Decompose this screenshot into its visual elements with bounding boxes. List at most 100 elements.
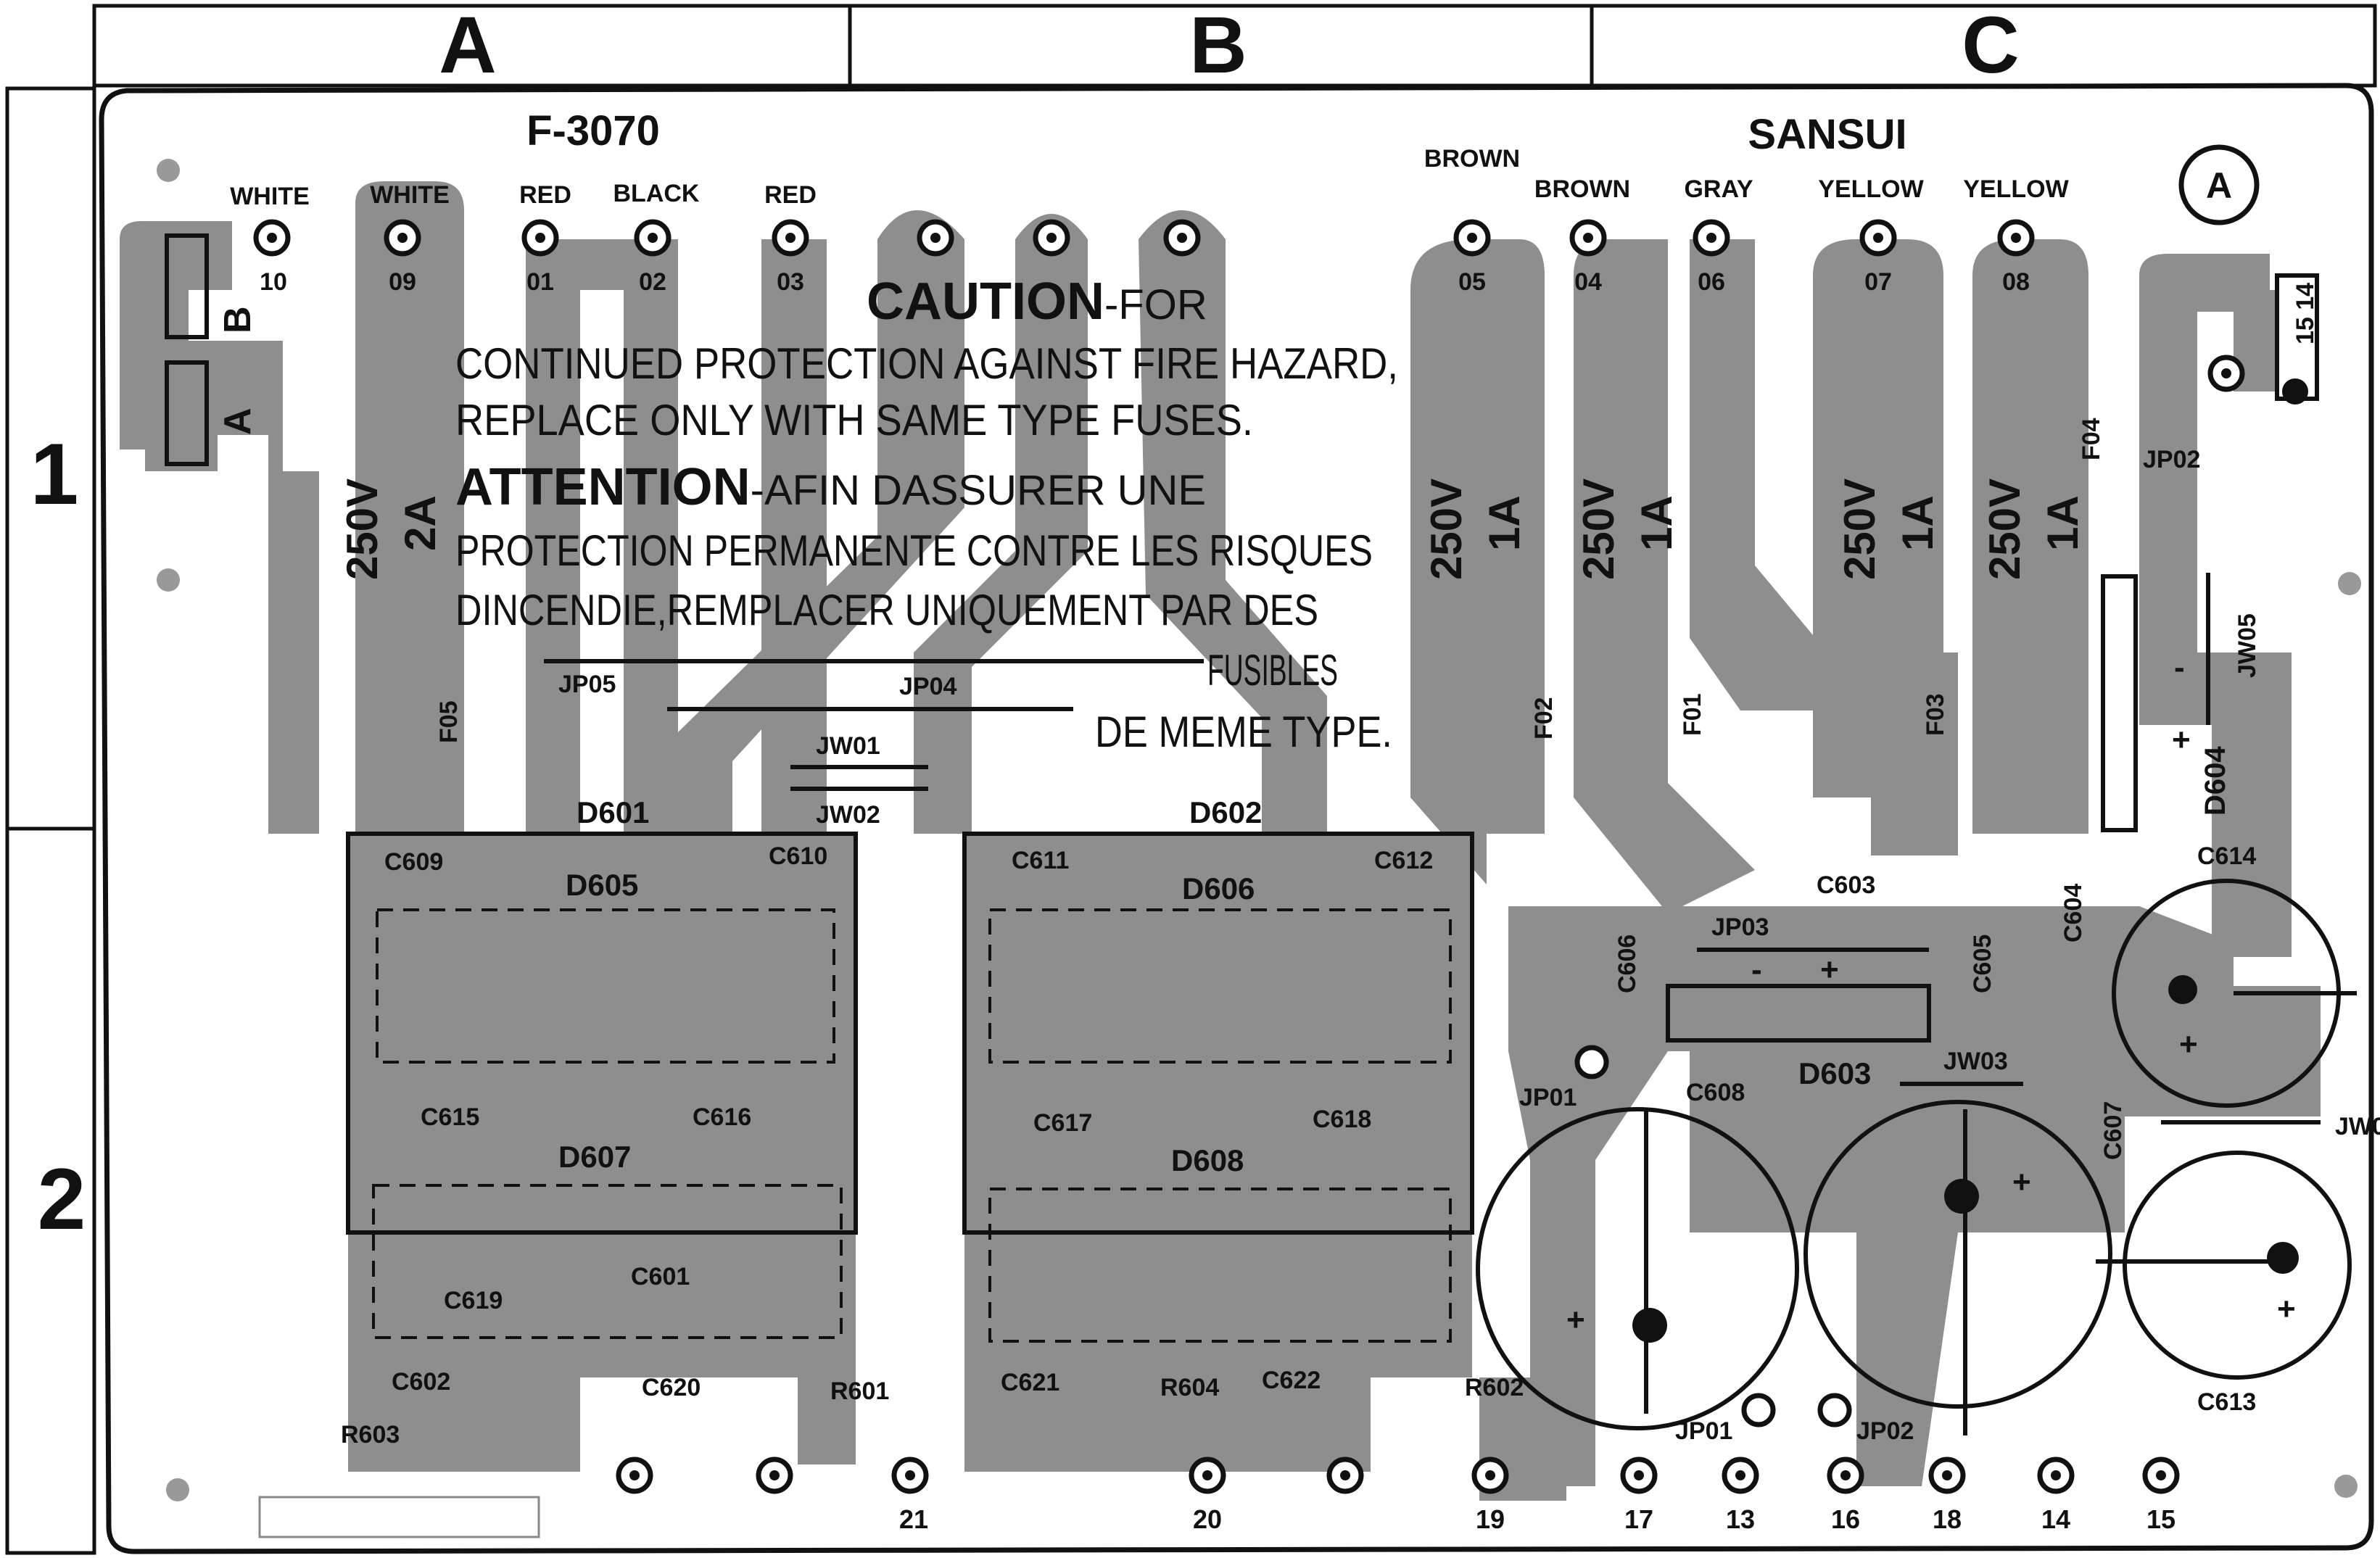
fuse-f01-label: F01 xyxy=(1679,693,1706,736)
attention-heading: ATTENTION-AFIN DASSURER UNE xyxy=(455,458,1206,516)
terminal-21-label: 21 xyxy=(899,1504,928,1534)
attention-line-7: FUSIBLES xyxy=(1207,646,1338,695)
jw03-label: JW03 xyxy=(1943,1048,2008,1075)
c613-label: C613 xyxy=(2197,1388,2256,1416)
terminal-02-label: 02 xyxy=(639,268,666,296)
c619-label: C619 xyxy=(444,1287,503,1314)
jp02-bottom-label: JP02 xyxy=(1856,1417,1914,1445)
wire-color-10: WHITE xyxy=(230,183,310,210)
jp05-label: JP05 xyxy=(558,671,616,698)
c601-label: C601 xyxy=(631,1263,690,1290)
terminal-07-label: 07 xyxy=(1864,268,1892,296)
grid-frame xyxy=(5,4,2377,1555)
c622-label: C622 xyxy=(1262,1367,1321,1394)
fuse-f03-voltage: 250V xyxy=(1835,478,1884,580)
terminal-10-label: 10 xyxy=(260,268,287,296)
caution-line-2: CONTINUED PROTECTION AGAINST FIRE HAZARD… xyxy=(455,339,1398,388)
c606-label: C606 xyxy=(1613,935,1641,993)
fuse-f04-voltage: 250V xyxy=(1980,478,2029,580)
jp03-minus-mark: - xyxy=(1751,952,1762,987)
terminal-19-label: 19 xyxy=(1476,1504,1505,1534)
jp04-label: JP04 xyxy=(899,673,956,700)
terminal-pads xyxy=(157,159,2361,1501)
r604-label: R604 xyxy=(1160,1374,1219,1401)
d604-minus-mark: - xyxy=(2174,650,2185,685)
wire-color-06: GRAY xyxy=(1684,175,1753,203)
c604-label: C604 xyxy=(2059,884,2087,942)
d602-label: D602 xyxy=(1189,795,1262,829)
terminal-14-label: 14 xyxy=(2041,1504,2070,1534)
grid-column-c: C xyxy=(1962,1,2019,90)
c602-label: C602 xyxy=(392,1368,450,1396)
jp01-left-label: JP01 xyxy=(1519,1084,1577,1111)
r603-label: R603 xyxy=(341,1421,400,1449)
terminal-18-label: 18 xyxy=(1933,1504,1962,1534)
fuse-f03-current: 1A xyxy=(1893,495,1942,551)
d608-label: D608 xyxy=(1171,1143,1244,1177)
c605-label: C605 xyxy=(1969,935,1996,993)
c603-label: C603 xyxy=(1817,871,1875,899)
grid-row-1: 1 xyxy=(30,426,79,523)
c620-label: C620 xyxy=(642,1374,701,1401)
fuse-f01-voltage: 250V xyxy=(1574,478,1623,580)
r602-label: R602 xyxy=(1465,1374,1524,1401)
terminal-09-label: 09 xyxy=(389,268,416,296)
polarity-dots xyxy=(1632,378,2308,1343)
d604-label: D604 xyxy=(2199,746,2231,816)
jp01-bottom-label: JP01 xyxy=(1675,1417,1732,1445)
board-brand: SANSUI xyxy=(1748,111,1906,158)
c608-label: C608 xyxy=(1686,1079,1745,1106)
wire-color-07: YELLOW xyxy=(1818,175,1924,203)
caution-heading: CAUTION-FOR xyxy=(867,273,1207,331)
terminal-13-label: 13 xyxy=(1726,1504,1755,1534)
terminal-15-label: 15 xyxy=(2146,1504,2176,1534)
fuse-f04-current: 1A xyxy=(2038,495,2087,551)
c615-label: C615 xyxy=(421,1103,479,1131)
fuse-f02-current: 1A xyxy=(1480,495,1529,551)
d601-label: D601 xyxy=(577,795,649,829)
jw02-label: JW02 xyxy=(816,801,880,829)
terminal-17-label: 17 xyxy=(1624,1504,1653,1534)
caution-line-3: REPLACE ONLY WITH SAME TYPE FUSES. xyxy=(455,396,1253,444)
grid-column-b: B xyxy=(1189,1,1247,90)
wire-color-01: RED xyxy=(519,181,571,209)
fuse-f02-voltage: 250V xyxy=(1422,478,1471,580)
terminal-16-label: 16 xyxy=(1831,1504,1860,1534)
fuse-f02-label: F02 xyxy=(1530,697,1558,739)
fuse-f01-current: 1A xyxy=(1632,495,1681,551)
c616-label: C616 xyxy=(693,1103,751,1131)
c621-label: C621 xyxy=(1001,1369,1059,1396)
c612-label: C612 xyxy=(1374,847,1433,874)
fuse-f05-current: 2A xyxy=(396,495,445,551)
connector-b-label: B xyxy=(217,306,259,333)
d607-label: D607 xyxy=(558,1140,631,1174)
terminal-05-label: 05 xyxy=(1458,268,1486,296)
c614-label: C614 xyxy=(2197,842,2256,870)
copper-traces xyxy=(120,181,2321,1501)
fuse-f03-label: F03 xyxy=(1922,693,1949,736)
wire-color-03: RED xyxy=(764,181,817,209)
jp02-top-label: JP02 xyxy=(2143,446,2200,473)
fuse-f04-label: F04 xyxy=(2078,418,2105,460)
jw05-label: JW05 xyxy=(2234,613,2261,678)
c610-label: C610 xyxy=(769,842,827,870)
wire-color-05: BROWN xyxy=(1424,145,1520,173)
wire-color-04: BROWN xyxy=(1534,175,1630,203)
c613-plus-mark: + xyxy=(2277,1291,2296,1327)
c614-plus-mark: + xyxy=(2179,1027,2198,1062)
fuse-f05-label: F05 xyxy=(435,700,463,743)
d603-label: D603 xyxy=(1798,1056,1871,1090)
terminal-08-label: 08 xyxy=(2002,268,2030,296)
d605-label: D605 xyxy=(566,868,638,902)
board-model: F-3070 xyxy=(526,107,660,154)
terminal-04-label: 04 xyxy=(1574,268,1602,296)
terminal-03-label: 03 xyxy=(777,268,804,296)
c607-plus-mark: + xyxy=(2012,1164,2031,1200)
c617-label: C617 xyxy=(1033,1109,1092,1137)
fuse-f05-voltage: 250V xyxy=(338,478,387,580)
jp03-plus-mark: + xyxy=(1820,952,1839,987)
terminal-20-label: 20 xyxy=(1193,1504,1222,1534)
c607-label: C607 xyxy=(2099,1101,2127,1160)
c611-label: C611 xyxy=(1012,847,1069,874)
